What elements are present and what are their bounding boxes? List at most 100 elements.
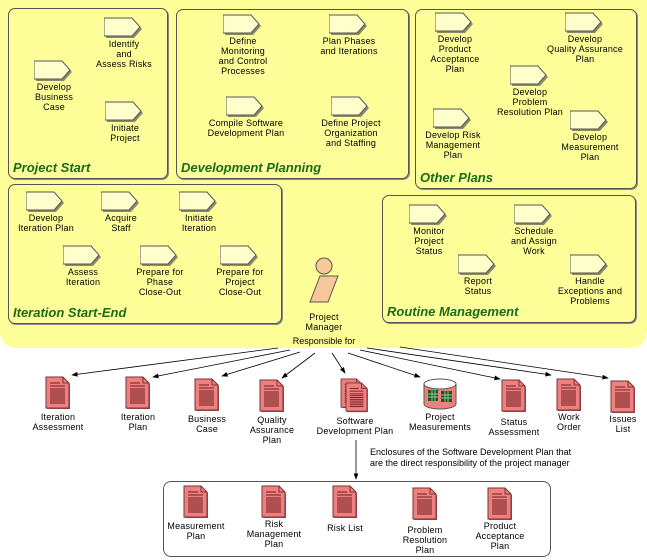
arrow-to-status-assessment — [359, 349, 501, 381]
enclosure-note: Enclosures of the Software Development P… — [370, 447, 572, 468]
activity-assess-iteration[interactable]: Assess Iteration — [43, 245, 123, 287]
activity-label: Develop Product Acceptance Plan — [430, 34, 480, 74]
activity-report-status[interactable]: Report Status — [438, 254, 518, 296]
enclosure-risk-list[interactable]: Risk List — [305, 485, 385, 533]
arrow-to-project-measurements — [347, 352, 421, 378]
activity-schedule-assign-work[interactable]: Schedule and Assign Work — [494, 204, 574, 256]
activity-label: Define Monitoring and Control Processes — [218, 36, 268, 76]
document-icon — [125, 376, 151, 410]
enclosure-label: Risk Management Plan — [246, 519, 302, 549]
artifact-label: Issues List — [609, 414, 637, 434]
activity-label: Initiate Project — [110, 123, 140, 143]
activity-label: Develop Problem Resolution Plan — [496, 87, 564, 117]
document-icon — [332, 485, 358, 519]
activity-develop-iteration-plan[interactable]: Develop Iteration Plan — [6, 191, 86, 233]
activity-label: Develop Quality Assurance Plan — [547, 34, 623, 64]
enclosure-label: Risk List — [327, 523, 363, 533]
document-stack-icon — [340, 378, 369, 413]
activity-label: Report Status — [463, 276, 493, 296]
activity-label: Develop Risk Management Plan — [425, 130, 481, 160]
activity-prepare-project-closeout[interactable]: Prepare for Project Close-Out — [200, 245, 280, 297]
group-development-planning: Define Monitoring and Control Processes … — [176, 9, 409, 179]
artifact-label: Business Case — [187, 414, 227, 434]
group-title: Iteration Start-End — [13, 305, 127, 320]
activity-prepare-phase-closeout[interactable]: Prepare for Phase Close-Out — [120, 245, 200, 297]
role-icon — [309, 257, 339, 303]
activity-label: Initiate Iteration — [181, 213, 217, 233]
artifact-business-case[interactable]: Business Case — [167, 378, 247, 434]
artifact-status-assessment[interactable]: Status Assessment — [474, 379, 554, 437]
arrow-to-work-order — [366, 347, 552, 377]
enclosure-label: Problem Resolution Plan — [402, 525, 448, 555]
activity-plan-phases-iterations[interactable]: Plan Phases and Iterations — [309, 14, 389, 56]
role-project-manager[interactable]: Project Manager — [284, 256, 364, 332]
activity-identify-assess-risks[interactable]: Identify and Assess Risks — [84, 17, 164, 69]
activity-develop-product-acceptance-plan[interactable]: Develop Product Acceptance Plan — [415, 12, 495, 74]
artifact-project-measurements[interactable]: Project Measurements — [400, 376, 480, 432]
activity-develop-risk-management-plan[interactable]: Develop Risk Management Plan — [413, 108, 493, 160]
activity-label: Develop Iteration Plan — [18, 213, 74, 233]
activity-acquire-staff[interactable]: Acquire Staff — [81, 191, 161, 233]
document-icon — [259, 379, 285, 413]
artifact-label: Software Development Plan — [316, 416, 394, 436]
activity-label: Develop Business Case — [34, 82, 74, 112]
activity-define-project-organization[interactable]: Define Project Organization and Staffing — [311, 96, 391, 148]
group-other-plans: Develop Product Acceptance Plan Develop … — [415, 9, 637, 189]
activity-compile-sdp[interactable]: Compile Software Development Plan — [206, 96, 286, 138]
activity-develop-problem-resolution-plan[interactable]: Develop Problem Resolution Plan — [490, 65, 570, 117]
arrow-to-iteration-assessment — [71, 347, 279, 377]
enclosure-measurement-plan[interactable]: Measurement Plan — [156, 485, 236, 541]
activity-develop-business-case[interactable]: Develop Business Case — [14, 60, 94, 112]
artifact-work-order[interactable]: Work Order — [529, 378, 609, 432]
activity-label: Compile Software Development Plan — [207, 118, 285, 138]
group-routine-management: Monitor Project Status Schedule and Assi… — [382, 195, 636, 323]
enclosure-risk-management-plan[interactable]: Risk Management Plan — [234, 485, 314, 549]
activity-label: Prepare for Phase Close-Out — [136, 267, 184, 297]
arrow-to-business-case — [221, 351, 301, 377]
artifact-issues-list[interactable]: Issues List — [583, 380, 647, 434]
activity-label: Plan Phases and Iterations — [320, 36, 378, 56]
document-icon — [194, 378, 220, 412]
activity-label: Define Project Organization and Staffing — [321, 118, 381, 148]
artifact-label: Iteration Assessment — [32, 412, 84, 432]
arrow-to-qa-plan — [281, 352, 316, 379]
artifact-quality-assurance-plan[interactable]: Quality Assurance Plan — [232, 379, 312, 445]
relation-label: Responsible for — [292, 336, 356, 346]
activity-define-monitoring-control[interactable]: Define Monitoring and Control Processes — [203, 14, 283, 76]
activity-label: Monitor Project Status — [413, 226, 445, 256]
activity-initiate-iteration[interactable]: Initiate Iteration — [159, 191, 239, 233]
activity-label: Identify and Assess Risks — [96, 39, 152, 69]
artifact-iteration-plan[interactable]: Iteration Plan — [98, 376, 178, 432]
role-name: Project Manager — [305, 312, 343, 332]
group-title: Routine Management — [387, 304, 519, 319]
activity-develop-measurement-plan[interactable]: Develop Measurement Plan — [550, 110, 630, 162]
database-icon — [423, 378, 457, 410]
document-icon — [487, 487, 513, 521]
enclosure-label: Measurement Plan — [167, 521, 225, 541]
activity-label: Handle Exceptions and Problems — [557, 276, 623, 306]
artifact-iteration-assessment[interactable]: Iteration Assessment — [18, 376, 98, 432]
group-title: Development Planning — [181, 160, 322, 175]
artifact-label: Status Assessment — [488, 417, 540, 437]
artifact-label: Project Measurements — [409, 412, 471, 432]
arrow-to-issues-list — [399, 346, 609, 380]
group-title: Project Start — [13, 160, 91, 175]
activity-initiate-project[interactable]: Initiate Project — [85, 101, 165, 143]
artifact-software-development-plan[interactable]: Software Development Plan — [315, 378, 395, 436]
activity-develop-qa-plan[interactable]: Develop Quality Assurance Plan — [545, 12, 625, 64]
activity-handle-exceptions[interactable]: Handle Exceptions and Problems — [550, 254, 630, 306]
group-project-start: Identify and Assess Risks Develop Busine… — [8, 8, 168, 179]
activity-monitor-project-status[interactable]: Monitor Project Status — [389, 204, 469, 256]
activity-label: Prepare for Project Close-Out — [216, 267, 264, 297]
arrow-to-iteration-plan — [152, 349, 291, 379]
document-icon — [610, 380, 636, 414]
arrow-to-sdp — [331, 352, 346, 374]
activity-label: Develop Measurement Plan — [561, 132, 619, 162]
artifact-label: Iteration Plan — [120, 412, 156, 432]
enclosure-problem-resolution-plan[interactable]: Problem Resolution Plan — [385, 487, 465, 555]
document-icon — [501, 379, 527, 413]
enclosure-product-acceptance-plan[interactable]: Product Acceptance Plan — [460, 487, 540, 551]
activity-label: Schedule and Assign Work — [510, 226, 558, 256]
document-icon — [556, 378, 582, 412]
